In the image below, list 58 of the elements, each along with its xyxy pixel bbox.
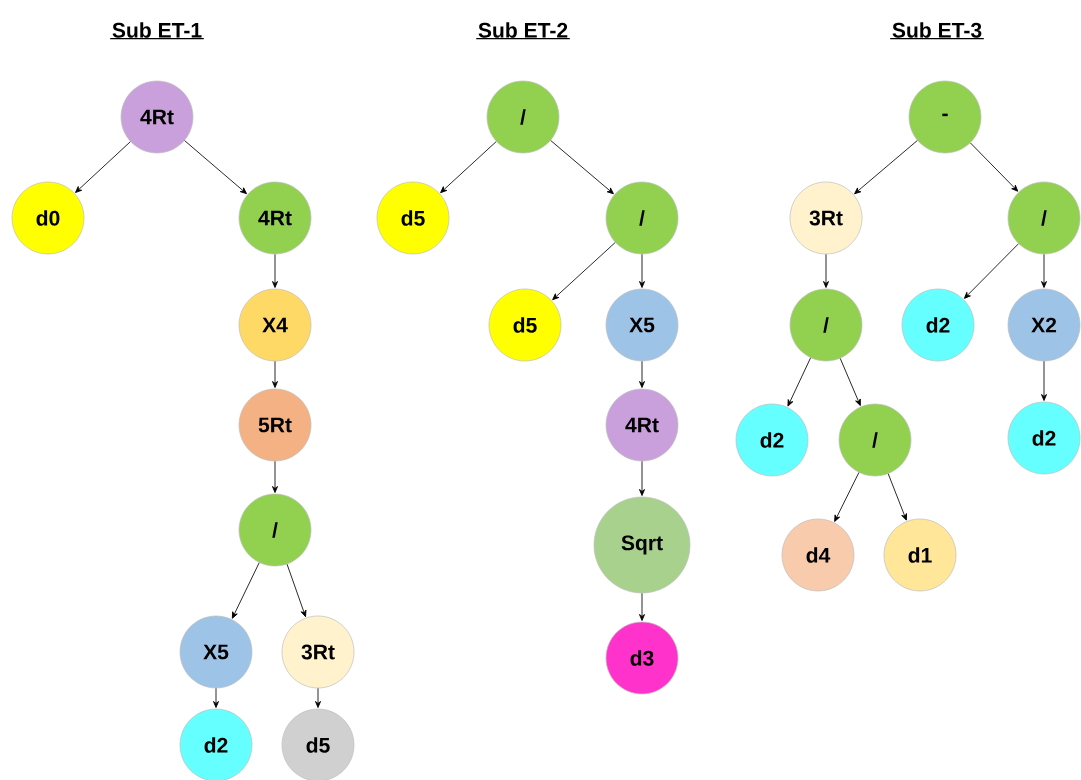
arrow [639, 460, 645, 496]
tree-node: 4Rt [120, 80, 194, 154]
arrow [552, 242, 616, 301]
arrow [231, 562, 260, 619]
arrow [639, 592, 645, 621]
arrow [854, 140, 918, 195]
tree-node: 5Rt [238, 388, 312, 462]
arrow [213, 687, 219, 708]
arrow [75, 141, 131, 193]
tree-node: 3Rt [789, 181, 863, 255]
heading: Sub ET-3 [889, 22, 985, 40]
tree-node: / [838, 403, 912, 477]
heading: Sub ET-1 [109, 22, 205, 40]
tree-node: / [238, 493, 312, 567]
tree-node: d5 [488, 288, 562, 362]
tree-node: d2 [735, 403, 809, 477]
tree-node: X4 [238, 288, 312, 362]
arrow [963, 243, 1019, 299]
arrow [970, 142, 1019, 192]
arrow [272, 253, 278, 288]
arrow [272, 360, 278, 388]
tree-node: d5 [281, 708, 355, 780]
arrow [887, 473, 907, 521]
tree-node: d4 [781, 518, 855, 592]
arrow [787, 357, 811, 407]
tree-node: d2 [901, 288, 975, 362]
tree-node: d2 [179, 708, 253, 780]
tree-node: d2 [1007, 401, 1081, 475]
arrow [839, 358, 861, 406]
tree-node: / [789, 288, 863, 362]
tree-node: / [1007, 181, 1081, 255]
tree-node: - [908, 80, 982, 154]
arrow [286, 563, 307, 618]
tree-node: X5 [179, 615, 253, 689]
arrow [272, 460, 278, 493]
tree-node: / [486, 80, 560, 154]
tree-node: d3 [605, 621, 679, 695]
arrow [639, 360, 645, 388]
tree-node: X2 [1007, 288, 1081, 362]
tree-node: d0 [11, 181, 85, 255]
arrow [639, 253, 645, 288]
arrow [1041, 360, 1047, 401]
tree-node: / [605, 181, 679, 255]
tree-node: Sqrt [593, 496, 691, 594]
arrow [834, 472, 860, 522]
arrow [1041, 253, 1047, 288]
arrow [440, 141, 497, 194]
tree-node: 3Rt [281, 615, 355, 689]
heading: Sub ET-2 [475, 22, 571, 40]
arrow [823, 253, 829, 288]
tree-node: d5 [376, 181, 450, 255]
tree-node: 4Rt [238, 181, 312, 255]
arrow [550, 140, 614, 195]
tree-node: X5 [605, 288, 679, 362]
tree-node: d1 [883, 518, 957, 592]
arrow [315, 687, 321, 708]
arrow [184, 140, 247, 195]
tree-node: 4Rt [605, 388, 679, 462]
